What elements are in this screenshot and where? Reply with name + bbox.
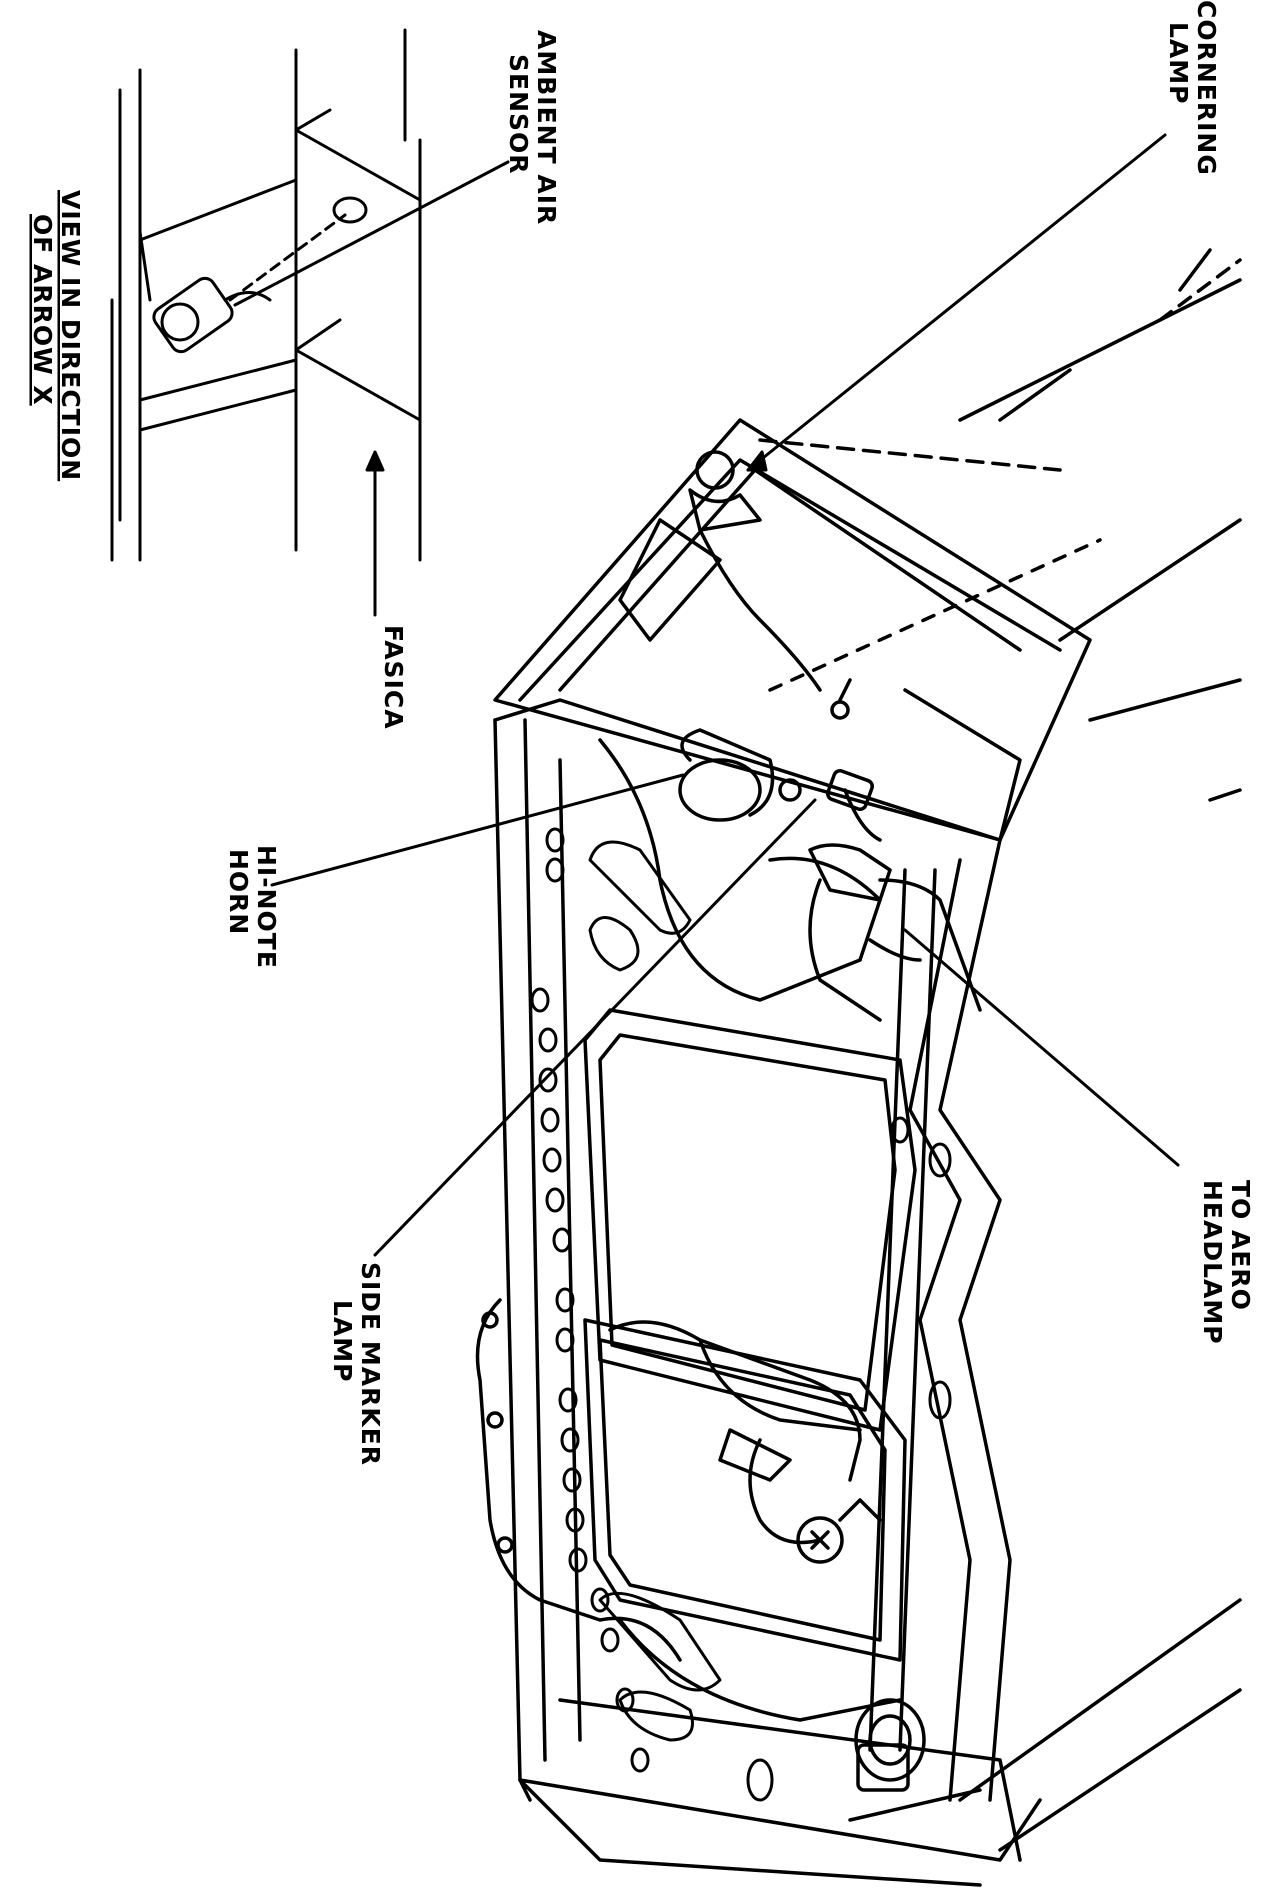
svg-text:CORNERING: CORNERING <box>1192 0 1221 176</box>
radiator-support-frame <box>493 248 1242 1887</box>
slots <box>588 840 722 1742</box>
svg-text:AMBIENT AIR: AMBIENT AIR <box>532 30 561 225</box>
fasica-label: FASICA <box>379 625 408 730</box>
lower-connector <box>854 1698 926 1792</box>
ambient-air-sensor-label: AMBIENT AIR SENSOR <box>504 30 561 225</box>
svg-text:FASICA: FASICA <box>379 625 408 730</box>
svg-text:OF ARROW X: OF ARROW X <box>28 214 57 406</box>
svg-text:SIDE MARKER: SIDE MARKER <box>356 1262 385 1466</box>
side-marker-connector <box>826 678 882 842</box>
svg-text:VIEW IN DIRECTION: VIEW IN DIRECTION <box>56 190 85 481</box>
svg-text:TO AERO: TO AERO <box>1226 1180 1255 1311</box>
cornering-lamp-leader <box>746 133 1167 472</box>
ambient-air-sensor <box>152 196 368 354</box>
inset-view <box>110 28 422 562</box>
hi-note-horn <box>678 728 802 822</box>
hi-note-horn-label: HI-NOTE HORN <box>224 845 281 969</box>
view-caption: VIEW IN DIRECTION OF ARROW X <box>28 190 85 481</box>
side-marker-lamp-leader <box>373 798 817 1257</box>
svg-text:LAMP: LAMP <box>328 1300 357 1382</box>
wiring-harness <box>475 1298 882 1662</box>
cornering-lamp-label: CORNERING LAMP <box>1164 0 1221 176</box>
cornering-lamp <box>618 450 822 692</box>
svg-text:HEADLAMP: HEADLAMP <box>1198 1180 1227 1345</box>
leader-lines <box>270 133 1180 1257</box>
svg-text:HORN: HORN <box>224 849 253 935</box>
fasica-arrow <box>365 450 385 617</box>
hi-note-horn-leader <box>270 773 685 887</box>
svg-text:HI-NOTE: HI-NOTE <box>252 845 281 969</box>
side-marker-lamp-label: SIDE MARKER LAMP <box>328 1262 385 1466</box>
mounting-holes <box>530 827 952 1802</box>
svg-text:SENSOR: SENSOR <box>504 54 533 175</box>
aero-headlamp-connector <box>808 843 982 1022</box>
ambient-air-sensor-leader <box>233 160 510 307</box>
to-aero-headlamp-label: TO AERO HEADLAMP <box>1198 1180 1255 1345</box>
to-aero-headlamp-leader <box>903 928 1180 1167</box>
svg-text:LAMP: LAMP <box>1164 22 1193 104</box>
